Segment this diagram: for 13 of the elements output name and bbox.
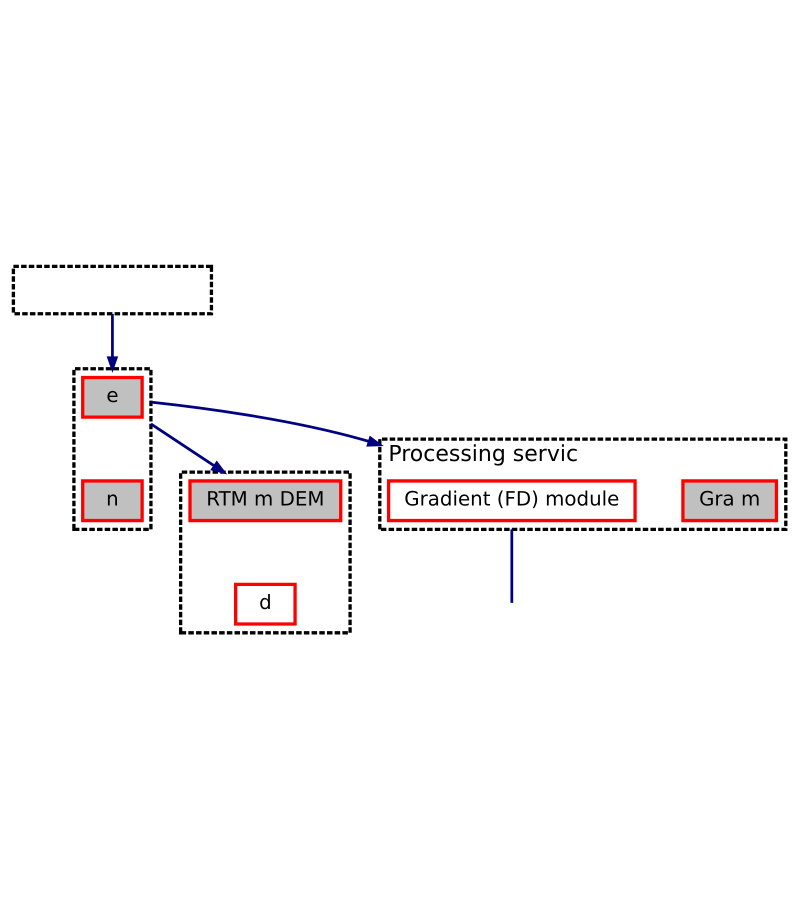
node-box: RTM m DEM	[188, 479, 342, 522]
node-box: Gradient (FD) module	[386, 479, 637, 522]
cluster	[72, 367, 153, 532]
node-box	[12, 264, 214, 316]
arrow	[150, 422, 228, 474]
arrow	[106, 314, 118, 373]
arrow	[150, 400, 384, 447]
node-box: Gra m	[681, 479, 778, 522]
cluster	[178, 470, 352, 634]
node-box: n	[81, 479, 144, 522]
connector	[510, 529, 514, 603]
node-box: e	[81, 376, 144, 419]
node-box: d	[234, 582, 297, 626]
